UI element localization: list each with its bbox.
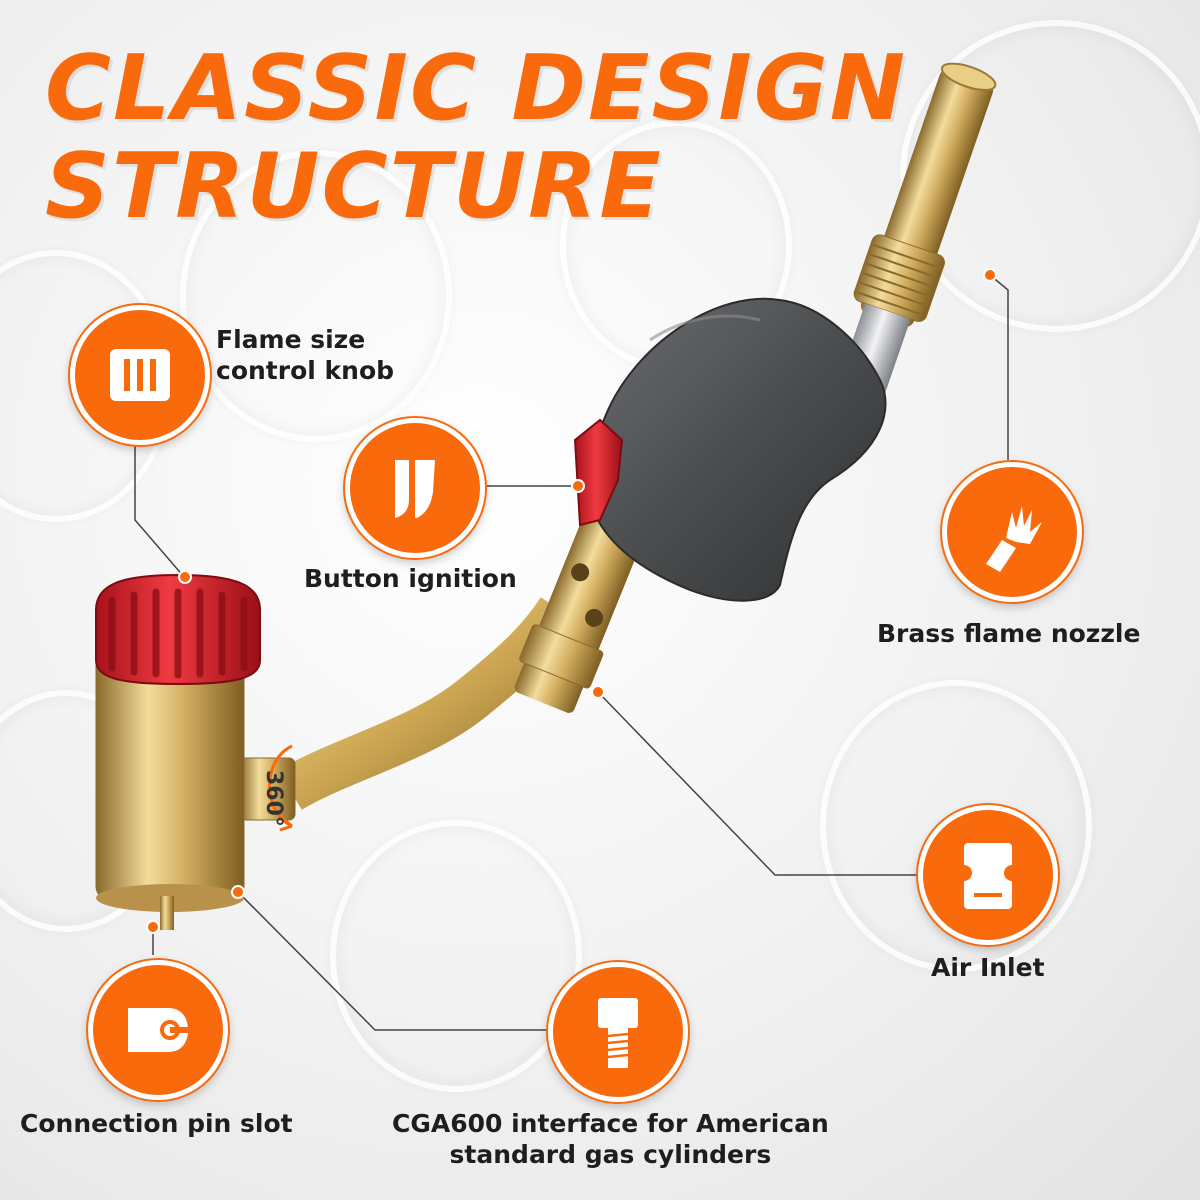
mixing-tube <box>514 516 642 713</box>
title-line-2: STRUCTURE <box>45 134 663 239</box>
label-ignition: Button ignition <box>304 564 517 593</box>
callout-nozzle <box>942 462 1082 602</box>
anchor-dot-cga <box>231 885 245 899</box>
label-pin-slot: Connection pin slot <box>20 1109 293 1138</box>
background-ring <box>820 680 1092 972</box>
connector-knob <box>134 440 186 579</box>
callout-air-inlet <box>918 805 1058 945</box>
connector-lines <box>134 274 1009 1031</box>
label-cga600: CGA600 interface for American standard g… <box>392 1109 829 1169</box>
background-ring <box>900 20 1200 332</box>
connector-air-inlet <box>597 691 930 876</box>
callout-pin-slot <box>88 960 228 1100</box>
red-ignition-button <box>573 418 624 527</box>
background-ring <box>180 150 452 442</box>
anchor-dot-ignition <box>571 479 585 493</box>
rotation-badge: 360° <box>261 770 286 827</box>
anchor-dot-air-inlet <box>591 685 605 699</box>
label-nozzle: Brass flame nozzle <box>877 619 1141 648</box>
ignition-button-icon <box>395 460 435 518</box>
callout-flame-knob <box>70 305 210 445</box>
title-line-1: CLASSIC DESIGN <box>45 36 908 141</box>
anchor-dot-nozzle <box>983 268 997 282</box>
background-ring <box>330 820 582 1092</box>
curved-pipe <box>278 597 580 810</box>
connector-cga <box>237 891 560 1031</box>
anchor-dot-pin <box>146 920 160 934</box>
label-air-inlet: Air Inlet <box>931 953 1045 982</box>
connector-nozzle <box>989 274 1009 460</box>
flame-nozzle-icon <box>986 506 1042 572</box>
callout-cga600 <box>548 962 688 1102</box>
connection-pin-icon <box>128 1008 188 1052</box>
ignition-grip <box>587 297 887 602</box>
callout-ignition <box>345 418 485 558</box>
page-title: CLASSIC DESIGN STRUCTURE <box>45 40 907 236</box>
air-inlet-icon <box>956 843 1020 909</box>
anchor-dot-knob <box>178 570 192 584</box>
label-flame-knob: Flame size control knob <box>216 325 395 385</box>
regulator-body <box>95 573 296 930</box>
knob-grip-icon <box>110 349 170 401</box>
threaded-interface-icon <box>598 998 638 1068</box>
